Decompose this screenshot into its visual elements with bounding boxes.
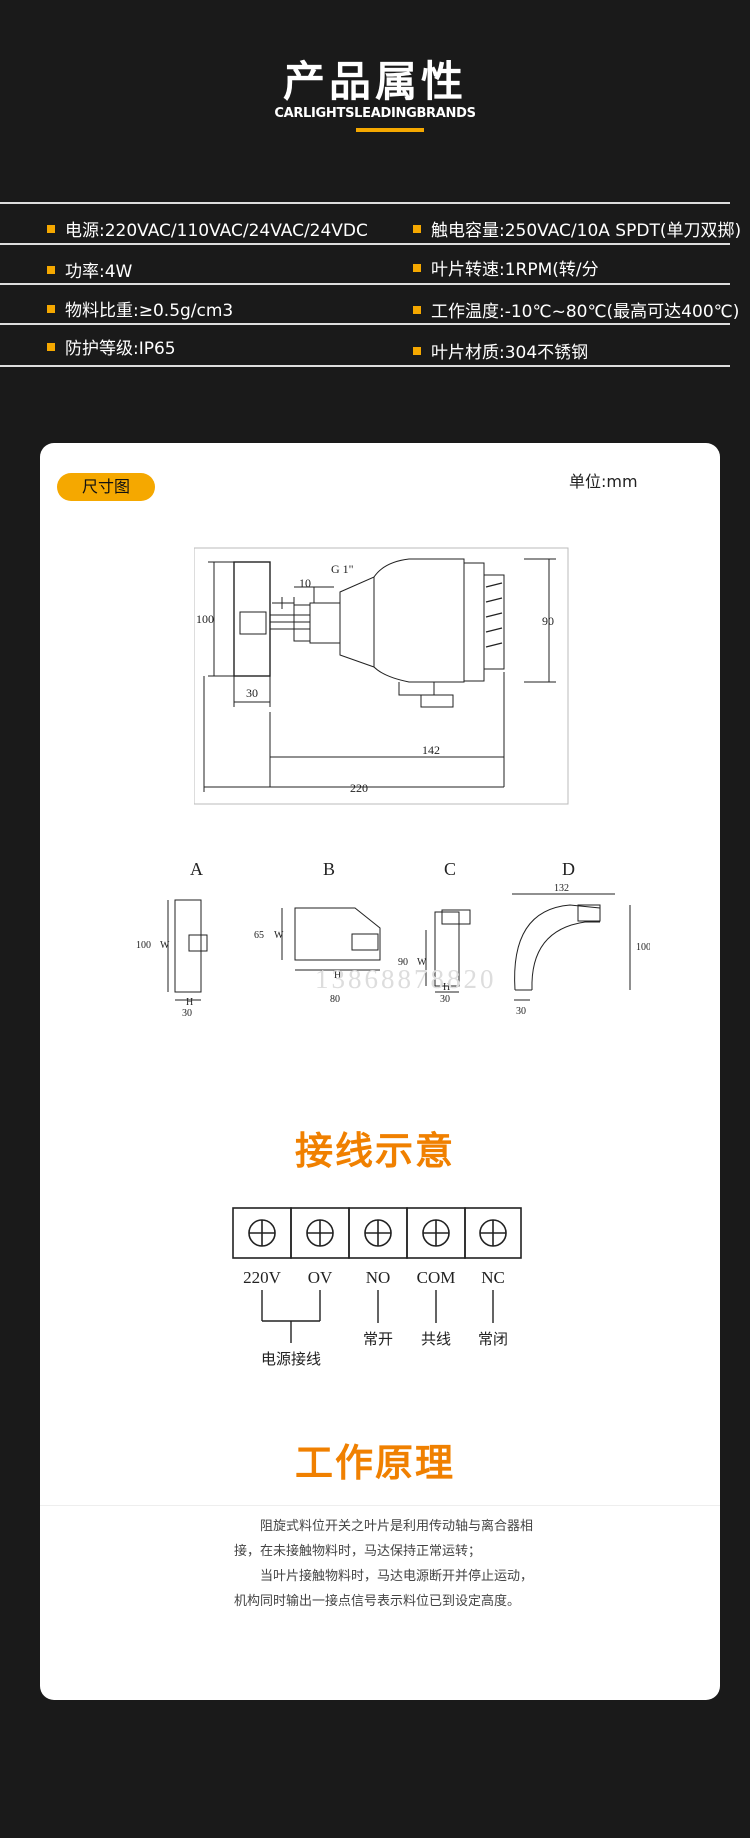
page-title: 产品属性	[282, 57, 467, 106]
attribute-item: 功率:4W	[47, 257, 132, 282]
divider	[40, 1505, 720, 1506]
variant-d-right: 100	[636, 942, 650, 953]
variant-a-h: 30	[182, 1008, 192, 1019]
bullet-icon	[413, 347, 421, 355]
attribute-item: 物料比重:≥0.5g/cm3	[47, 296, 233, 321]
dimension-label-pill: 尺寸图	[57, 473, 155, 501]
principle-paragraph: 阻旋式料位开关之叶片是利用传动轴与离合器相接，在未接触物料时，马达保持正常运转；	[234, 1519, 534, 1559]
label-normally-open: 常开	[363, 1331, 393, 1348]
dim-142: 142	[422, 743, 440, 757]
dim-10: 10	[299, 576, 311, 590]
divider	[0, 202, 730, 204]
label-common: 共线	[421, 1331, 451, 1348]
main-dimension-drawing: 100 10 G 1" 90 30 142 220	[194, 547, 569, 805]
dim-90: 90	[542, 614, 554, 628]
bullet-icon	[47, 343, 55, 351]
unit-label: 单位:mm	[569, 472, 638, 491]
variant-b-letter: B	[323, 859, 335, 879]
variant-b-h: 80	[330, 994, 340, 1005]
variant-c-letter: C	[444, 859, 456, 879]
screw-terminal-icon	[364, 1219, 392, 1247]
variant-a-w-label: W	[160, 940, 170, 951]
principle-paragraph: 当叶片接触物料时，马达电源断开并停止运动，机构同时输出一接点信号表示料位已到设定…	[234, 1569, 534, 1609]
variant-b-w-label: W	[274, 930, 284, 941]
dim-30: 30	[246, 686, 258, 700]
variant-c-h: 30	[440, 994, 450, 1005]
wiring-title: 接线示意	[294, 1129, 455, 1173]
wiring-diagram: 220V OV NO COM NC 常开 共线 常闭 电源接线	[232, 1207, 522, 1368]
principle-text: 阻旋式料位开关之叶片是利用传动轴与离合器相接，在未接触物料时，马达保持正常运转；…	[234, 1514, 534, 1614]
content-card	[40, 443, 720, 1700]
terminal-no: NO	[366, 1268, 391, 1287]
attribute-item: 电源:220VAC/110VAC/24VAC/24VDC	[47, 216, 368, 241]
terminal-220v: 220V	[243, 1268, 282, 1287]
dim-220: 220	[350, 781, 368, 795]
variant-c-h-label: H	[443, 982, 450, 993]
attribute-item: 工作温度:-10℃~80℃(最高可达400℃)	[413, 297, 739, 322]
divider	[0, 243, 730, 245]
vane-variants-drawing: A B C D 100 W H 30 65 W H 80	[136, 859, 650, 1019]
bullet-icon	[413, 306, 421, 314]
page-subtitle: CARLIGHTSLEADINGBRANDS	[274, 106, 476, 121]
variant-a-w: 100	[136, 940, 151, 951]
variant-a-letter: A	[190, 859, 203, 879]
attribute-item: 叶片转速:1RPM(转/分	[413, 255, 599, 280]
terminal-com: COM	[417, 1268, 456, 1287]
label-power-wiring: 电源接线	[261, 1351, 321, 1368]
dim-g1: G 1"	[331, 562, 354, 576]
terminal-nc: NC	[481, 1268, 505, 1287]
variant-d-top: 132	[554, 883, 569, 894]
variant-a-h-label: H	[186, 997, 193, 1008]
bullet-icon	[47, 305, 55, 313]
screw-terminal-icon	[306, 1219, 334, 1247]
terminal-0v: OV	[308, 1268, 333, 1287]
dim-100: 100	[196, 612, 214, 626]
divider	[0, 365, 730, 367]
screw-terminal-icon	[248, 1219, 276, 1247]
variant-b-w: 65	[254, 930, 264, 941]
principle-title: 工作原理	[294, 1441, 455, 1485]
watermark: 13868878820	[315, 964, 497, 994]
label-normally-closed: 常闭	[478, 1331, 508, 1348]
screw-terminal-icon	[479, 1219, 507, 1247]
divider	[0, 283, 730, 285]
variant-c-w: 90	[398, 957, 408, 968]
screw-terminal-icon	[422, 1219, 450, 1247]
variant-d-letter: D	[562, 859, 575, 879]
variant-b-h-label: H	[334, 970, 341, 981]
bullet-icon	[413, 225, 421, 233]
divider	[0, 323, 730, 325]
bullet-icon	[47, 266, 55, 274]
variant-c-w-label: W	[417, 957, 427, 968]
bullet-icon	[413, 264, 421, 272]
attribute-item: 叶片材质:304不锈钢	[413, 338, 588, 363]
attribute-item: 防护等级:IP65	[47, 334, 176, 359]
variant-d-bottom: 30	[516, 1006, 526, 1017]
title-accent-bar	[356, 128, 424, 132]
bullet-icon	[47, 225, 55, 233]
attribute-item: 触电容量:250VAC/10A SPDT(单刀双掷)	[413, 216, 741, 241]
